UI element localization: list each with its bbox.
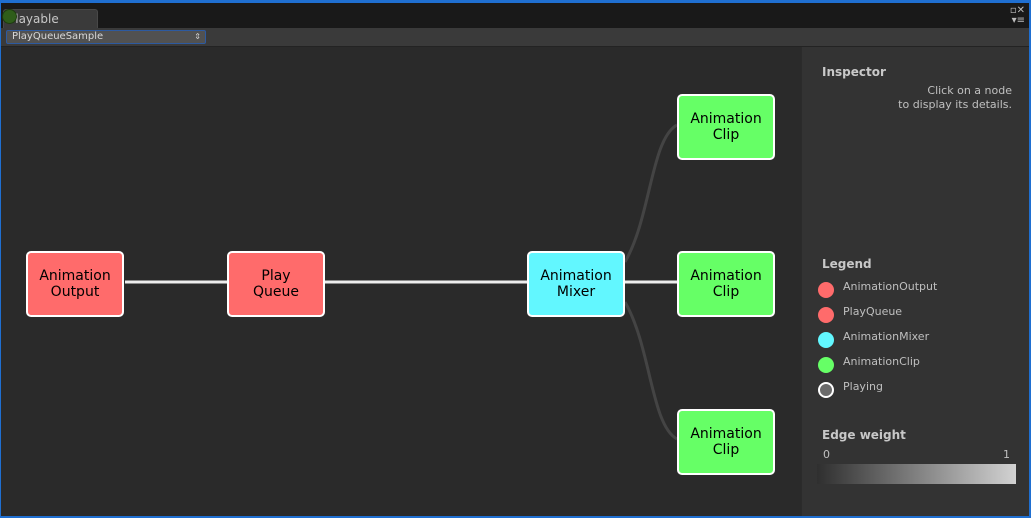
legend-dot (818, 307, 834, 323)
edge-weight-min: 0 (823, 448, 830, 461)
node-label: Animation Clip (690, 426, 762, 458)
edge-mixer-clip-bottom (623, 301, 678, 441)
legend-dot (818, 382, 834, 398)
legend-label: AnimationMixer (843, 330, 930, 343)
inspector-hint: Click on a node to display its details. (898, 84, 1012, 111)
graph-select-dropdown[interactable]: PlayQueueSample ⇕ (6, 30, 206, 44)
node-animation-clip-bottom[interactable]: Animation Clip (677, 409, 775, 475)
graph-edges (125, 123, 678, 441)
graph-canvas[interactable]: Animation Output Play Queue Animation Mi… (1, 47, 801, 516)
node-label: Animation Clip (690, 111, 762, 143)
legend-label: AnimationOutput (843, 280, 938, 293)
graph-select-value: PlayQueueSample (12, 31, 104, 42)
playable-graph-icon (2, 9, 17, 24)
tab-playable-graph[interactable]: Playable Graph (2, 9, 98, 44)
tab-bar: Playable Graph ▫✕ ▾≡ (1, 3, 1029, 44)
legend-label: Playing (843, 380, 883, 393)
node-label: Animation Output (39, 268, 111, 300)
node-label: Play Queue (253, 268, 299, 300)
toolbar: PlayQueueSample ⇕ (1, 28, 1029, 47)
legend-dot (818, 357, 834, 373)
playable-graph-window: Playable Graph ▫✕ ▾≡ PlayQueueSample ⇕ A… (1, 3, 1029, 516)
legend-dot (818, 332, 834, 348)
node-label: Animation Clip (690, 268, 762, 300)
edge-weight-max: 1 (1003, 448, 1010, 461)
edge-weight-title: Edge weight (822, 428, 906, 442)
node-animation-clip-middle[interactable]: Animation Clip (677, 251, 775, 317)
dropdown-arrows-icon: ⇕ (194, 32, 201, 41)
legend-label: AnimationClip (843, 355, 920, 368)
inspector-panel: Inspector Click on a node to display its… (802, 47, 1029, 516)
node-label: Animation Mixer (540, 268, 612, 300)
legend-dot (818, 282, 834, 298)
legend-label: PlayQueue (843, 305, 903, 318)
window-menu-icon[interactable]: ▫✕ ▾≡ (1009, 5, 1025, 26)
legend-title: Legend (822, 257, 872, 271)
node-animation-mixer[interactable]: Animation Mixer (527, 251, 625, 317)
edge-weight-gradient (817, 464, 1016, 484)
node-animation-output[interactable]: Animation Output (26, 251, 124, 317)
node-animation-clip-top[interactable]: Animation Clip (677, 94, 775, 160)
node-play-queue[interactable]: Play Queue (227, 251, 325, 317)
inspector-title: Inspector (822, 65, 886, 79)
edge-mixer-clip-top (623, 123, 678, 263)
